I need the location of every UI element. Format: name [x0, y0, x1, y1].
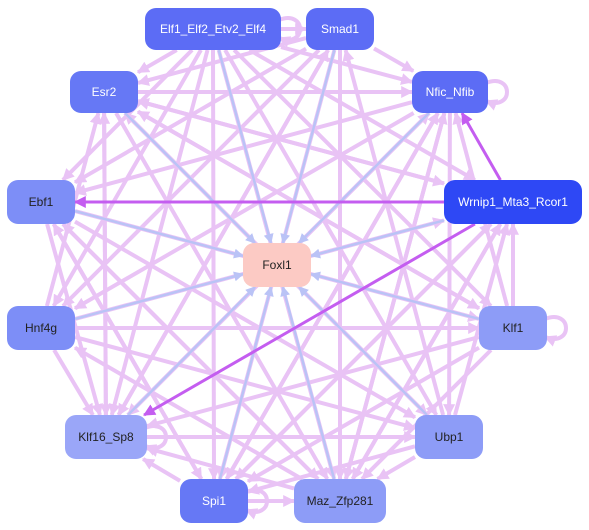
node-box [294, 479, 386, 523]
edge-elf1-to-spi1 [207, 49, 220, 481]
node-label: Klf1 [503, 321, 524, 335]
edge-klf16-to-smad1 [116, 48, 330, 416]
edge-nfic-to-ebf1 [73, 100, 413, 196]
node-label: Maz_Zfp281 [307, 494, 374, 508]
edge-wrnip1-to-maz [350, 222, 503, 481]
node-box [70, 71, 138, 113]
edge-smad1-to-foxl1 [280, 49, 336, 244]
node-label: Foxl1 [262, 258, 292, 272]
node-wrnip1: Wrnip1_Mta3_Rcor1 [444, 180, 582, 224]
node-smad1: Smad1 [306, 8, 374, 50]
node-label: Smad1 [321, 22, 359, 36]
edge-klf16-to-klf16 [143, 424, 168, 456]
node-spi1: Spi1 [180, 479, 248, 523]
edge-spi1-to-spi1 [244, 488, 269, 520]
node-label: Elf1_Elf2_Etv2_Elf4 [160, 22, 266, 36]
edge-klf1-to-foxl1 [310, 271, 480, 321]
node-ebf1: Ebf1 [7, 180, 75, 224]
node-label: Klf16_Sp8 [78, 430, 134, 444]
edge-spi1-to-foxl1 [218, 286, 274, 480]
edge-nfic-to-hnf4g [73, 111, 415, 311]
node-label: Spi1 [202, 494, 226, 508]
edge-maz-to-hnf4g [73, 345, 304, 481]
node-maz: Maz_Zfp281 [294, 479, 386, 523]
edge-elf1-to-foxl1 [217, 49, 274, 244]
edge-wrnip1-to-nfic [460, 111, 502, 181]
edge-elf1-to-nfic [280, 45, 414, 85]
edge-hnf4g-to-klf16 [52, 348, 95, 417]
edge-klf1-to-klf16 [145, 335, 480, 430]
node-label: Ubp1 [435, 430, 464, 444]
node-label: Nfic_Nfib [426, 85, 475, 99]
node-box [180, 479, 248, 523]
node-label: Esr2 [92, 85, 117, 99]
edge-wrnip1-to-esr2 [136, 98, 445, 186]
node-ubp1: Ubp1 [415, 415, 483, 459]
node-label: Wrnip1_Mta3_Rcor1 [458, 195, 568, 209]
edge-klf16-to-foxl1 [127, 286, 256, 416]
node-klf1: Klf1 [479, 306, 547, 350]
node-label: Ebf1 [29, 195, 54, 209]
edge-ebf1-to-foxl1 [74, 209, 244, 259]
edge-ebf1-to-ubp1 [74, 219, 417, 420]
node-hnf4g: Hnf4g [7, 306, 75, 350]
edge-wrnip1-to-klf16 [143, 222, 476, 417]
node-box [145, 8, 281, 50]
node-klf16: Klf16_Sp8 [65, 415, 147, 459]
edge-nfic-to-nfic [484, 79, 509, 111]
node-foxl1: Foxl1 [243, 243, 311, 287]
node-label: Hnf4g [25, 321, 57, 335]
edge-elf1-to-esr2 [136, 48, 178, 75]
edge-maz-to-klf16 [145, 445, 295, 491]
edge-wrnip1-to-foxl1 [310, 219, 445, 259]
edge-klf1-to-esr2 [136, 109, 480, 311]
edge-spi1-to-ebf1 [51, 222, 204, 481]
edge-esr2-to-foxl1 [124, 112, 256, 244]
edge-ubp1-to-maz [376, 455, 417, 481]
edge-spi1-to-klf16 [142, 457, 182, 483]
node-box [415, 415, 483, 459]
node-box [7, 306, 75, 350]
node-nfic: Nfic_Nfib [412, 71, 488, 113]
edge-nfic-to-foxl1 [298, 112, 430, 244]
node-elf1: Elf1_Elf2_Etv2_Elf4 [145, 8, 281, 50]
edge-klf1-to-klf1 [543, 315, 568, 347]
node-box [412, 71, 488, 113]
edge-smad1-to-nfic [373, 46, 415, 73]
node-esr2: Esr2 [70, 71, 138, 113]
node-box [243, 243, 311, 287]
edge-elf1-to-elf1 [277, 16, 302, 48]
node-box [444, 180, 582, 224]
edge-hnf4g-to-foxl1 [74, 271, 244, 321]
edge-maz-to-foxl1 [280, 286, 336, 480]
node-box [306, 8, 374, 50]
node-box [65, 415, 147, 459]
node-box [7, 180, 75, 224]
node-box [479, 306, 547, 350]
edge-ubp1-to-foxl1 [298, 286, 428, 416]
